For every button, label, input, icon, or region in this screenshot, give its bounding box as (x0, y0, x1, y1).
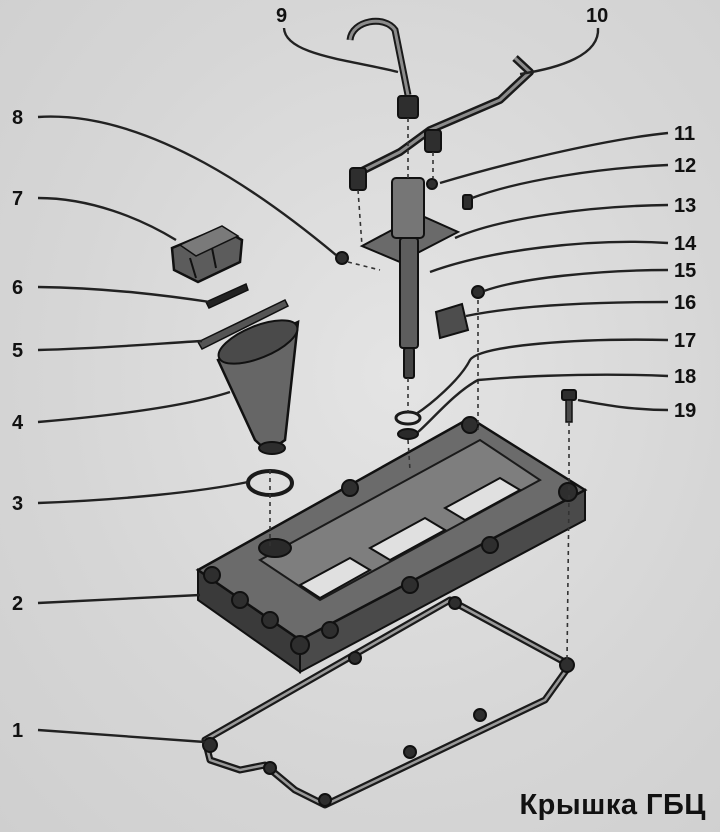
label-15: 15 (674, 260, 696, 282)
part-2-cover (195, 416, 588, 674)
part-5-plate (196, 299, 290, 350)
label-10: 10 (586, 5, 608, 27)
label-1: 1 (12, 720, 23, 742)
part-9-fuel-line (346, 17, 419, 119)
label-3: 3 (12, 493, 23, 515)
leader-lines (37, 27, 669, 744)
part-10-return-line (349, 55, 534, 191)
label-17: 17 (674, 330, 696, 352)
label-2: 2 (12, 593, 23, 615)
label-13: 13 (674, 195, 696, 217)
label-16: 16 (674, 292, 696, 314)
part-11-washer (426, 178, 438, 190)
diagram-caption: Крышка ГБЦ (519, 789, 706, 821)
label-18: 18 (674, 366, 696, 388)
part-labels: 1 2 3 4 5 6 7 8 9 10 11 12 13 14 15 16 1… (12, 5, 697, 742)
label-14: 14 (674, 233, 697, 255)
part-8-nut (335, 251, 349, 265)
part-4-funnel (216, 319, 300, 455)
label-11: 11 (674, 123, 695, 145)
label-5: 5 (12, 340, 23, 362)
assembly-lines (269, 118, 570, 661)
part-12-seal (462, 194, 473, 210)
part-15-bolt (471, 285, 485, 299)
part-18-seal-ring (397, 428, 419, 440)
label-4: 4 (12, 412, 24, 434)
label-19: 19 (674, 400, 696, 422)
part-16-bracket (434, 302, 470, 340)
label-6: 6 (12, 277, 23, 299)
label-12: 12 (674, 155, 696, 177)
label-7: 7 (12, 188, 23, 210)
part-1-gasket (201, 596, 575, 809)
label-8: 8 (12, 107, 23, 129)
part-19-bolt (561, 389, 577, 423)
part-6-seal (204, 282, 249, 309)
part-3-oring (246, 469, 294, 497)
label-9: 9 (276, 5, 287, 27)
part-14-injector (391, 177, 425, 379)
part-7-cap (170, 225, 244, 284)
